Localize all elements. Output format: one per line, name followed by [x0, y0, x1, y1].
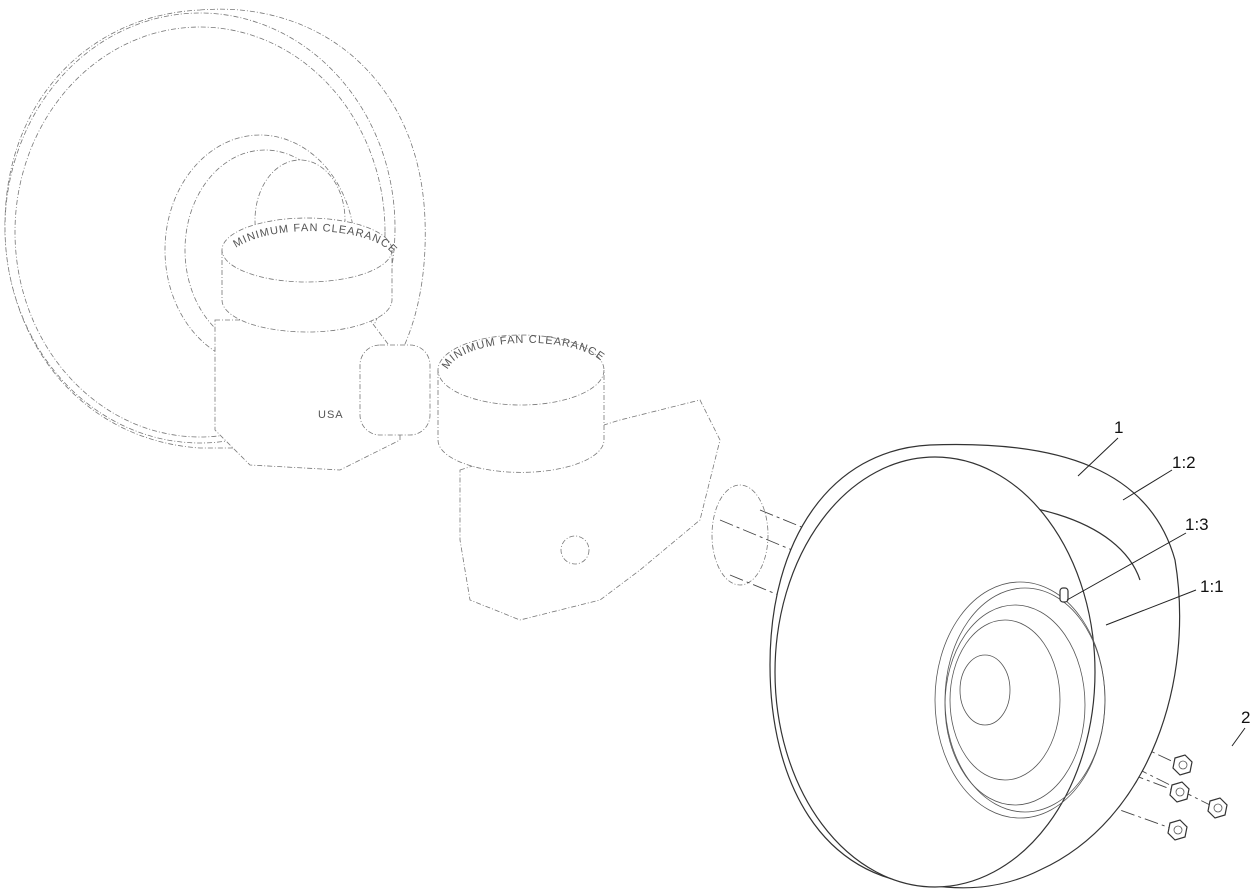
- right-tire: [769, 443, 1181, 889]
- svg-text:1: 1: [1114, 418, 1123, 437]
- callout-1-3: 1:3: [1066, 515, 1209, 601]
- lug-nuts: [1167, 754, 1228, 841]
- lug-nut: [1167, 819, 1188, 841]
- callout-1-1: 1:1: [1105, 577, 1224, 626]
- callout-2: 2: [1231, 708, 1250, 747]
- usa-stamp: USA: [318, 409, 344, 421]
- callout-1: 1: [1077, 418, 1123, 477]
- left-drive-motor: MINIMUM FAN CLEARANCE USA: [214, 217, 431, 471]
- right-drive-motor: MINIMUM FAN CLEARANCE: [437, 334, 769, 621]
- valve-stem: [1059, 587, 1069, 603]
- svg-text:2: 2: [1241, 708, 1250, 727]
- svg-text:1:1: 1:1: [1200, 577, 1224, 596]
- callout-1-2: 1:2: [1122, 453, 1196, 501]
- svg-text:1:3: 1:3: [1185, 515, 1209, 534]
- lug-nut: [1172, 754, 1193, 776]
- svg-text:1:2: 1:2: [1172, 453, 1196, 472]
- lug-nut: [1207, 797, 1228, 819]
- lug-nut: [1169, 781, 1190, 803]
